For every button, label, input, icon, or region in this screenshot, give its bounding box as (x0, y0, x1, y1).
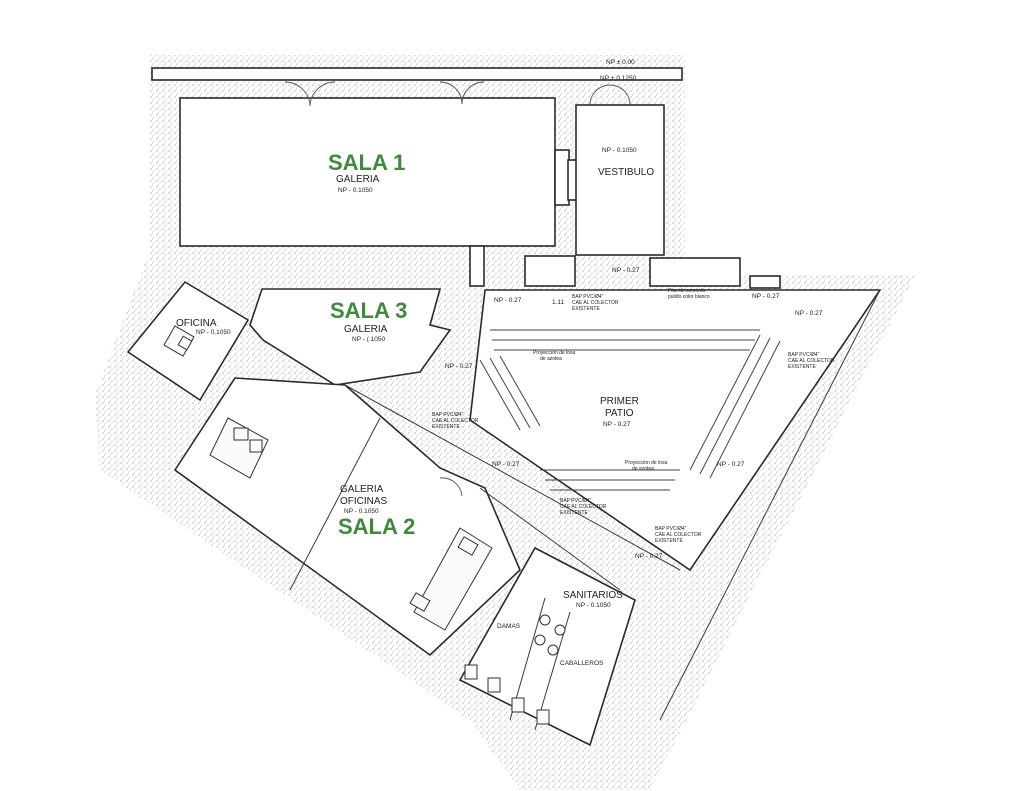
sala1-title: SALA 1 (328, 150, 405, 175)
svg-text:CAE AL COLECTOR: CAE AL COLECTOR (560, 504, 607, 510)
svg-text:CAE AL COLECTOR: CAE AL COLECTOR (655, 532, 702, 538)
svg-text:BAP PVC/Ø4": BAP PVC/Ø4" (655, 526, 687, 532)
patio-name-1: PRIMER (600, 396, 639, 407)
svg-text:Proyección de losa: Proyección de losa (625, 460, 667, 466)
sala1-level: NP - 0.1050 (338, 187, 373, 194)
sala3-name: GALERIA (344, 324, 388, 335)
svg-text:BAP PVC/Ø4": BAP PVC/Ø4" (560, 498, 592, 504)
patio-steps (479, 329, 781, 491)
projection-note: Proyección de losa de azotea (533, 350, 575, 362)
sala2-name-2: OFICINAS (340, 496, 388, 507)
sala3-title: SALA 3 (330, 298, 407, 323)
primer-patio (469, 289, 882, 572)
sala3-room (249, 288, 452, 386)
svg-text:EXISTENTE: EXISTENTE (560, 510, 588, 516)
corridor-walls (344, 289, 881, 721)
np-marker: NP - 0.27 (717, 461, 745, 468)
svg-text:EXISTENTE: EXISTENTE (572, 306, 600, 312)
patio-level: NP - 0.27 (603, 421, 631, 428)
vestibulo-room (575, 84, 665, 256)
dim-label: 1.11 (552, 299, 565, 306)
svg-text:Piso de cemento: Piso de cemento (668, 288, 705, 294)
svg-text:EXISTENTE: EXISTENTE (788, 364, 816, 370)
svg-text:BAP PVC/Ø4": BAP PVC/Ø4" (788, 352, 820, 358)
projection-note: Proyección de losa de azotea (625, 460, 667, 472)
np-marker: NP - 0.27 (494, 297, 522, 304)
svg-text:CAE AL COLECTOR: CAE AL COLECTOR (432, 418, 479, 424)
wall-stubs (469, 245, 781, 289)
vestibulo-level: NP - 0.1050 (602, 147, 637, 154)
svg-text:EXISTENTE: EXISTENTE (432, 424, 460, 430)
np-marker: NP - 0.27 (635, 553, 663, 560)
floor-finish-note: Piso de cemento pulido color blanco (668, 288, 710, 300)
np-marker: NP - 0.27 (445, 363, 473, 370)
svg-text:EXISTENTE: EXISTENTE (655, 538, 683, 544)
level-top2: NP + 0.1250 (600, 75, 637, 82)
svg-text:CAE AL COLECTOR: CAE AL COLECTOR (572, 300, 619, 306)
oficina-room (126, 280, 250, 402)
damas-label: DAMAS (497, 623, 521, 630)
patio-name-2: PATIO (605, 408, 634, 419)
sanitarios-room (458, 546, 636, 747)
sanitarios-level: NP - 0.1050 (576, 602, 611, 609)
svg-text:BAP PVC/Ø4": BAP PVC/Ø4" (432, 412, 464, 418)
vestibulo-name: VESTIBULO (598, 167, 654, 178)
sala3-level: NP - (.1050 (352, 336, 386, 343)
bap-note: BAP PVC/Ø4" CAE AL COLECTOR EXISTENTE (560, 498, 607, 516)
np-marker: NP - 0.27 (612, 267, 640, 274)
sala1-name: GALERIA (336, 174, 380, 185)
oficina-level: NP - 0.1050 (196, 329, 231, 336)
svg-text:CAE AL COLECTOR: CAE AL COLECTOR (788, 358, 835, 364)
svg-text:BAP PVC/Ø4": BAP PVC/Ø4" (572, 294, 604, 300)
sala1-room (151, 67, 683, 247)
sala2-name-1: GALERIA (340, 484, 384, 495)
bap-note: BAP PVC/Ø4" CAE AL COLECTOR EXISTENTE (572, 294, 619, 312)
sanitarios-name: SANITARIOS (563, 590, 623, 601)
bap-note: BAP PVC/Ø4" CAE AL COLECTOR EXISTENTE (788, 352, 835, 370)
caballeros-label: CABALLEROS (560, 660, 604, 667)
bap-note: BAP PVC/Ø4" CAE AL COLECTOR EXISTENTE (655, 526, 702, 544)
sala2-room (173, 377, 521, 657)
np-marker: NP - 0.27 (795, 310, 823, 317)
sala2-level: NP - 0.1050 (344, 508, 379, 515)
oficina-name: OFICINA (176, 318, 217, 329)
np-marker: NP - 0.27 (752, 293, 780, 300)
svg-text:pulido color blanco: pulido color blanco (668, 294, 710, 300)
bap-note: BAP PVC/Ø4" CAE AL COLECTOR EXISTENTE (432, 412, 479, 430)
np-marker: NP - 0.27 (492, 461, 520, 468)
level-top1: NP ± 0.00 (606, 59, 635, 66)
svg-text:de azotea: de azotea (540, 356, 562, 362)
svg-text:de azotea: de azotea (632, 466, 654, 472)
svg-text:Proyección de losa: Proyección de losa (533, 350, 575, 356)
sala2-title: SALA 2 (338, 514, 415, 539)
